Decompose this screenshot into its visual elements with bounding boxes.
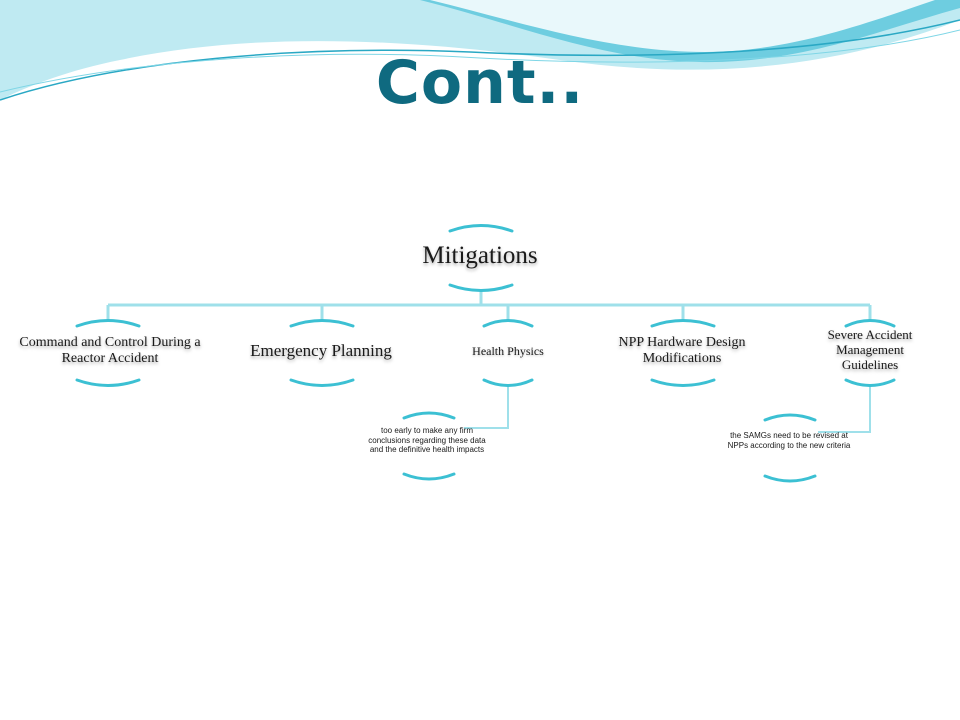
sub-2-arc-bottom xyxy=(763,474,817,483)
child-5-arc-top xyxy=(844,319,896,328)
child-node-label-emergency-planning: Emergency Planning xyxy=(250,341,392,360)
sub-node-label-samg: the SAMGs need to be revised at NPPs acc… xyxy=(727,431,851,450)
slide-title: Cont.. xyxy=(375,48,585,118)
wave-line-2 xyxy=(0,29,960,93)
node-arcs xyxy=(75,224,896,483)
root-node-arc-bottom xyxy=(448,283,514,292)
child-3-arc-bottom xyxy=(482,378,534,387)
child-node-label-npp-hardware: NPP Hardware Design Modifications xyxy=(618,335,746,367)
connector-child-5-to-sub-2 xyxy=(818,385,871,433)
child-4-arc-bottom xyxy=(650,378,716,387)
root-node-label: Mitigations xyxy=(422,242,538,269)
wave-line-1 xyxy=(0,19,960,101)
child-node-label-command-and-control: Command and Control During a Reactor Acc… xyxy=(19,335,201,367)
wave-band-white xyxy=(430,0,935,52)
sub-1-arc-bottom xyxy=(402,472,456,481)
child-node-label-samg: Severe Accident Management Guidelines xyxy=(827,327,913,372)
child-2-arc-bottom xyxy=(289,378,355,387)
child-node-label-health-physics: Health Physics xyxy=(472,344,544,358)
sub-1-arc-top xyxy=(402,411,456,420)
child-1-arc-bottom xyxy=(75,378,141,387)
connector-child-3-to-sub-1 xyxy=(464,385,509,429)
sub-node-label-health-physics: too early to make any firm conclusions r… xyxy=(368,426,486,455)
child-4-arc-top xyxy=(650,319,716,328)
child-1-arc-top xyxy=(75,319,141,328)
child-2-arc-top xyxy=(289,319,355,328)
root-node-arc-top xyxy=(448,224,514,233)
connector-lines xyxy=(106,290,872,433)
sub-2-arc-top xyxy=(763,413,817,422)
child-5-arc-bottom xyxy=(844,378,896,387)
child-3-arc-top xyxy=(482,319,534,328)
